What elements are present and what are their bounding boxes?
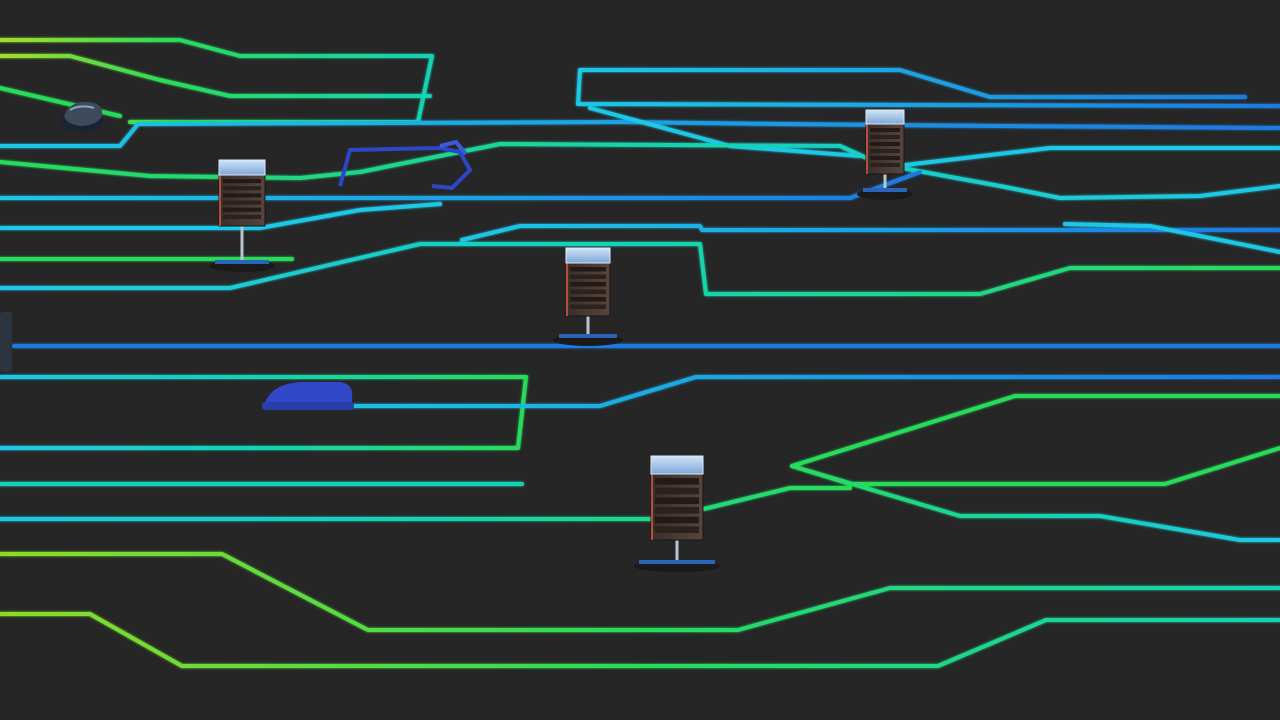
trace-center-top bbox=[0, 242, 1280, 296]
server-rack-2 bbox=[857, 109, 913, 200]
trace-top-left-inner bbox=[0, 54, 432, 98]
router-icon bbox=[60, 101, 104, 132]
trace-bottom-1 bbox=[0, 552, 1280, 632]
switch-icon bbox=[262, 382, 354, 410]
trace-line-226 bbox=[0, 202, 442, 230]
trace-right-wedge bbox=[790, 394, 1280, 486]
network-traces bbox=[0, 38, 1280, 668]
trace-line-519 bbox=[0, 486, 852, 521]
server-rack-3 bbox=[553, 247, 623, 346]
trace-center-top-2 bbox=[460, 224, 1280, 242]
trace-line-198 bbox=[0, 170, 922, 200]
trace-bottom-2 bbox=[0, 612, 1280, 668]
trace-right-wedge-lower bbox=[790, 464, 1280, 542]
trace-center-top-3 bbox=[1063, 222, 1280, 254]
trace-loop-377 bbox=[0, 375, 528, 450]
servers-layer bbox=[209, 109, 913, 572]
trace-long-124 bbox=[0, 120, 1280, 148]
trace-line-406 bbox=[264, 375, 1280, 408]
trace-top-left-outer bbox=[0, 38, 434, 124]
trace-top-right-diag bbox=[588, 106, 862, 158]
edge-node-icon bbox=[0, 312, 12, 372]
trace-band-145b bbox=[878, 146, 1280, 170]
trace-top-right-loop bbox=[576, 68, 1280, 108]
server-rack-1 bbox=[209, 159, 275, 272]
trace-band-145 bbox=[0, 142, 1280, 200]
cable-loop-icon bbox=[338, 139, 473, 191]
server-rack-4 bbox=[633, 455, 721, 572]
